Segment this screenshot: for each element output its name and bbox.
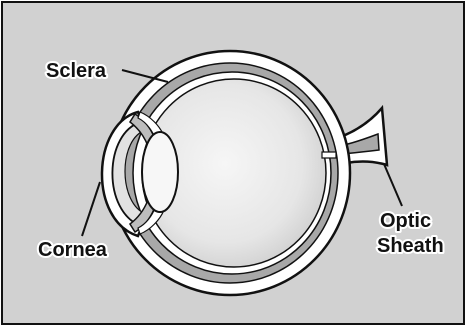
optic-sheath-label-line1: Optic [380, 210, 431, 232]
lens [142, 132, 178, 212]
optic-sheath-label-line2: Sheath [377, 235, 444, 257]
sclera-label: Sclera [46, 60, 107, 82]
optic-disc [322, 152, 336, 158]
cornea-label: Cornea [38, 239, 108, 261]
